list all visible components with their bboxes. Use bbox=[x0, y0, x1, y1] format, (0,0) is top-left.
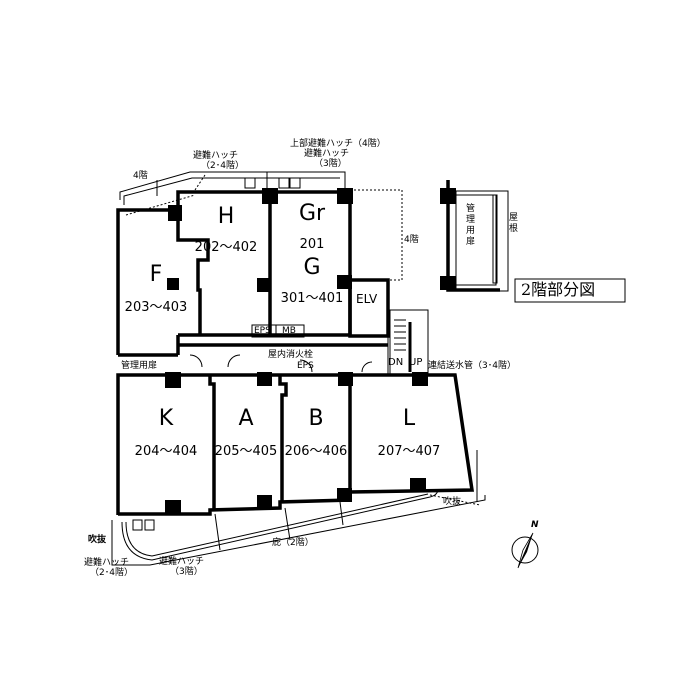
hatch-top-24-sub: （2･4階） bbox=[201, 161, 244, 171]
roof-label: 屋根 bbox=[509, 213, 519, 234]
lower-block-walls bbox=[116, 373, 478, 516]
corridor bbox=[178, 300, 429, 376]
unit-letter-gr: Gr bbox=[298, 201, 326, 226]
unit-letter-k: K bbox=[158, 406, 174, 431]
unit-number-l: 207～407 bbox=[377, 444, 441, 459]
plan-title: 2階部分図 bbox=[521, 280, 596, 299]
hatch-icon bbox=[278, 177, 290, 189]
unit-number-gr: 201 bbox=[299, 237, 325, 252]
unit-number-h: 202～402 bbox=[194, 240, 258, 255]
unit-number-f: 203～403 bbox=[124, 300, 188, 315]
mgmt-door-right-label: 管理用扉 bbox=[466, 204, 476, 247]
eave-label: 庇（2階） bbox=[272, 538, 314, 548]
hatch-icon bbox=[289, 177, 301, 189]
north-label: N bbox=[531, 520, 539, 530]
unit-number-a: 205～405 bbox=[214, 444, 278, 459]
hatch-top-3-label: 避難ハッチ bbox=[304, 149, 350, 159]
hatch-bot-24-label: 避難ハッチ bbox=[84, 558, 130, 568]
eps-label: EPS bbox=[254, 326, 271, 336]
eps2-label: EPS bbox=[297, 361, 314, 371]
top-balcony bbox=[119, 171, 346, 216]
dn-label: DN bbox=[388, 357, 404, 368]
unit-letter-l: L bbox=[402, 406, 416, 431]
unit-letter-f: F bbox=[149, 262, 163, 287]
unit-letter-b: B bbox=[308, 406, 324, 431]
mgmt-door-label: 管理用扉 bbox=[121, 361, 158, 371]
void-right-label: 吹抜 bbox=[443, 497, 462, 507]
floor4-label-top: 4階 bbox=[133, 171, 148, 181]
lower-eave bbox=[111, 488, 486, 566]
hatch-icon bbox=[132, 519, 143, 531]
elv-label: ELV bbox=[356, 292, 378, 306]
title-box bbox=[514, 278, 626, 303]
hydrant-label: 屋内消火栓 bbox=[268, 350, 314, 360]
unit-letter-a: A bbox=[238, 406, 254, 431]
upper-block-walls bbox=[116, 190, 390, 357]
hatch-icon bbox=[144, 519, 155, 531]
partial-plan-right bbox=[446, 180, 509, 292]
mb-label: MB bbox=[282, 326, 296, 336]
hatch-bot-3-label: 避難ハッチ bbox=[159, 557, 205, 567]
hatch-top-upper-label: 上部避難ハッチ（4階） bbox=[290, 139, 386, 149]
floor4-label-right: 4階 bbox=[404, 235, 419, 245]
hatch-icon bbox=[244, 177, 256, 189]
hatch-bot-3-sub: （3階） bbox=[170, 567, 203, 577]
unit-number-b: 206～406 bbox=[284, 444, 348, 459]
unit-number-g: 301～401 bbox=[280, 291, 344, 306]
unit-letter-g: G bbox=[303, 255, 321, 280]
north-compass-icon bbox=[511, 532, 539, 569]
standpipe-label: 連結送水管（3･4階） bbox=[428, 361, 516, 371]
up-label: UP bbox=[409, 357, 423, 368]
hatch-bot-24-sub: （2･4階） bbox=[90, 568, 133, 578]
unit-letter-h: H bbox=[217, 204, 235, 229]
hatch-top-3-sub: （3階） bbox=[314, 159, 347, 169]
unit-number-k: 204～404 bbox=[134, 444, 198, 459]
void-left-label: 吹抜 bbox=[88, 535, 107, 545]
hatch-top-24-label: 避難ハッチ bbox=[193, 151, 239, 161]
